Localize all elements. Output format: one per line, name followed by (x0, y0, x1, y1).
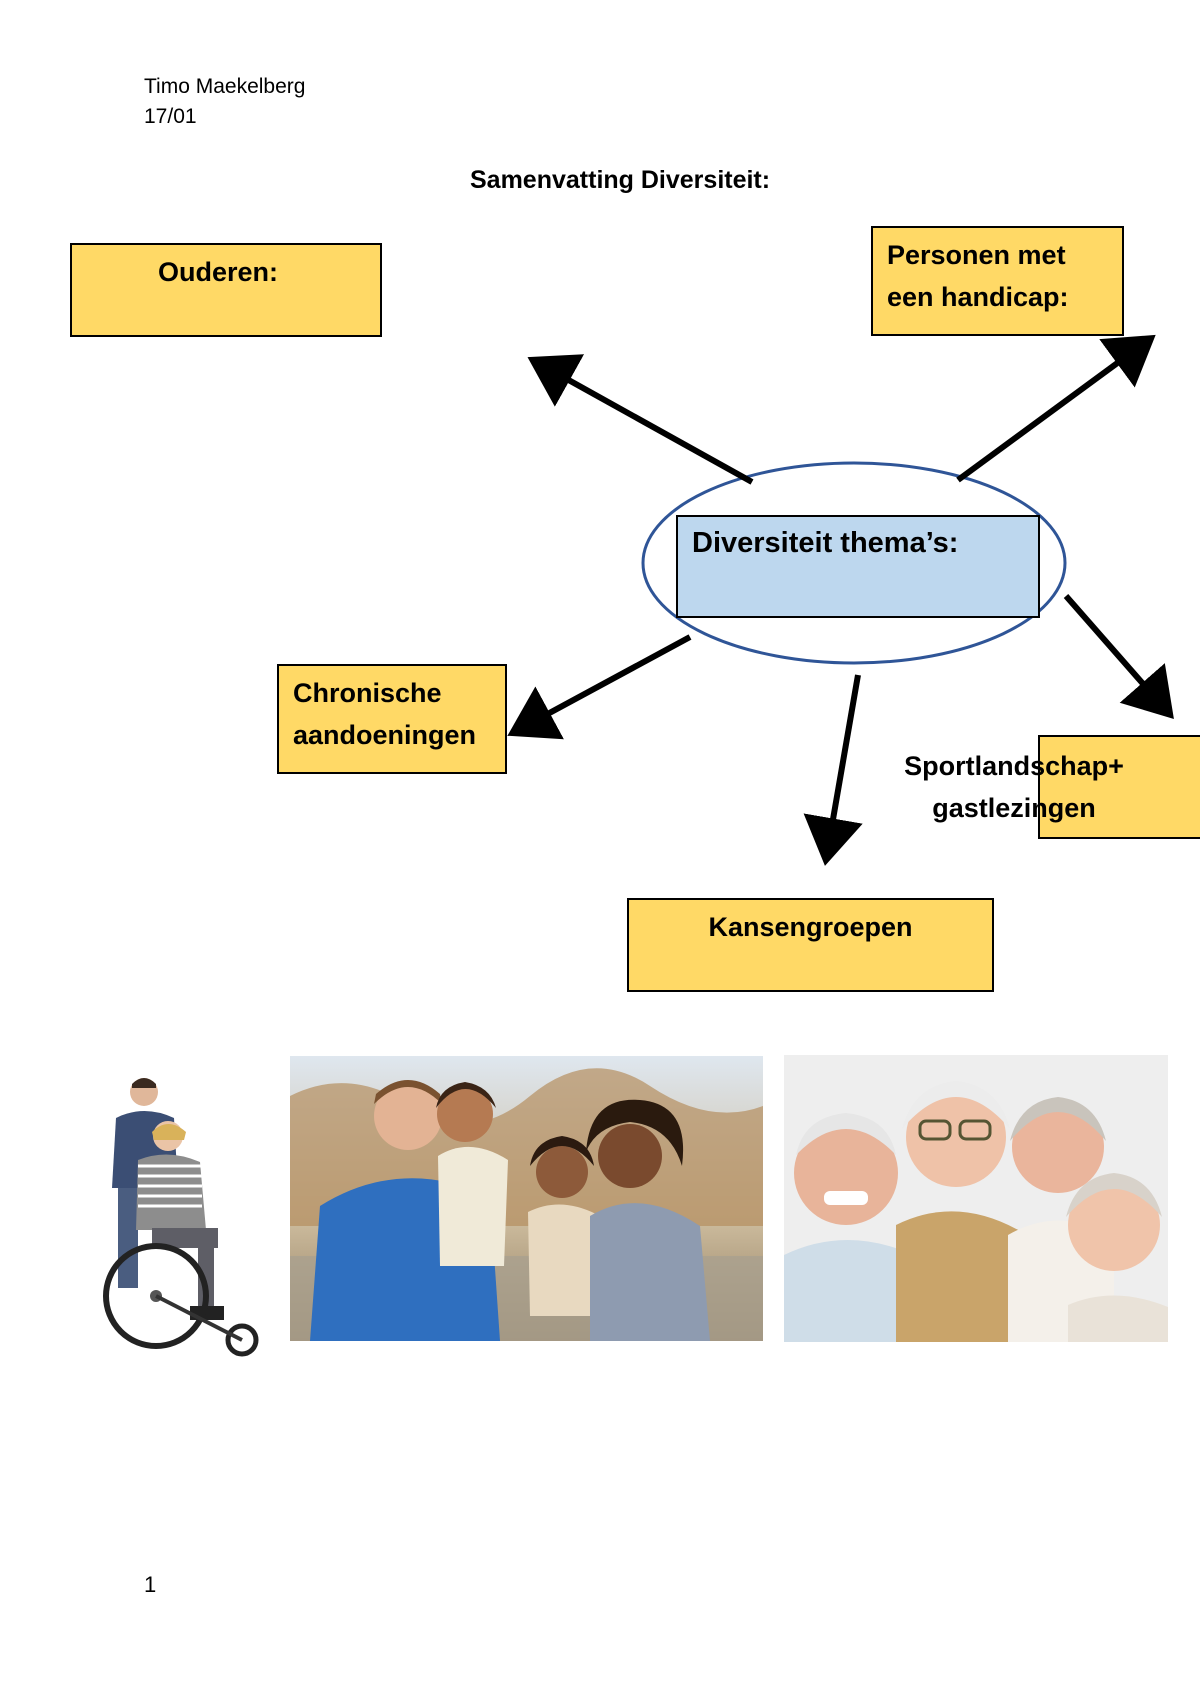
wheelchair-photo (94, 1070, 272, 1366)
node-handicap-line2: een handicap: (887, 282, 1069, 312)
node-sport-line2: gastlezingen (932, 793, 1096, 823)
document-date: 17/01 (144, 105, 197, 128)
arrow-chronisch (507, 634, 692, 740)
node-kansengroepen: Kansengroepen (627, 898, 994, 992)
node-chronisch: Chronische aandoeningen (277, 664, 507, 774)
diagram-connectors (507, 334, 1174, 866)
node-handicap-line1: Personen met (887, 240, 1066, 270)
arrow-handicap (956, 334, 1156, 483)
header: Timo Maekelberg 17/01 (144, 72, 305, 132)
node-ouderen: Ouderen: (70, 243, 382, 337)
center-node: Diversiteit thema’s: (676, 515, 1040, 618)
node-sport-line1: Sportlandschap+ (904, 751, 1124, 781)
node-chronisch-line2: aandoeningen (293, 720, 477, 750)
page-number: 1 (144, 1572, 157, 1597)
node-handicap: Personen met een handicap: (871, 226, 1124, 336)
arrow-ouderen (527, 354, 754, 485)
center-ellipse (641, 461, 1067, 665)
node-kansengroepen-label: Kansengroepen (708, 912, 913, 942)
node-sport-label: Sportlandschap+ gastlezingen (898, 745, 1130, 829)
node-sport-box (1038, 735, 1200, 839)
seniors-photo (784, 1055, 1168, 1342)
center-node-label: Diversiteit thema’s: (692, 527, 959, 559)
arrow-sport (1063, 594, 1174, 720)
author-name: Timo Maekelberg (144, 75, 306, 98)
family-photo (290, 1056, 763, 1341)
page-title: Samenvatting Diversiteit: (470, 166, 771, 194)
arrow-kansengroepen (803, 674, 863, 866)
node-chronisch-line1: Chronische (293, 678, 442, 708)
node-ouderen-label: Ouderen: (158, 257, 279, 287)
